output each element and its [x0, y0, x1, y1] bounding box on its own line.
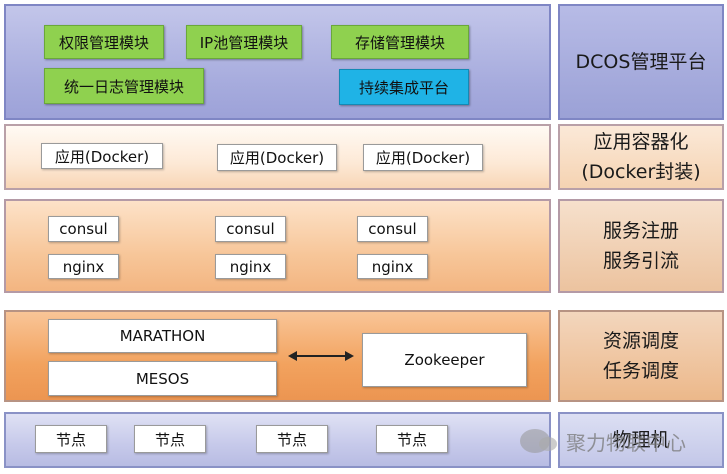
wechat-icon [520, 429, 557, 453]
node-layer-label: 物理机 [558, 412, 724, 468]
nginx-box: nginx [215, 254, 286, 279]
node-box: 节点 [35, 425, 107, 453]
docker-app: 应用(Docker) [217, 144, 337, 171]
unified-log-module: 统一日志管理模块 [44, 68, 204, 104]
resource-layer-label: 资源调度 任务调度 [558, 310, 724, 402]
service-layer-label: 服务注册 服务引流 [558, 199, 724, 293]
permission-module: 权限管理模块 [44, 25, 164, 59]
mesos-box: MESOS [48, 361, 277, 396]
node-box: 节点 [134, 425, 206, 453]
application-layer-label: 应用容器化 (Docker封装) [558, 124, 724, 190]
consul-box: consul [357, 216, 428, 242]
watermark-text: 聚力物联中心 [566, 430, 686, 455]
ip-pool-module: IP池管理模块 [186, 25, 302, 59]
management-layer-label: DCOS管理平台 [558, 4, 724, 120]
docker-app: 应用(Docker) [41, 143, 163, 169]
zookeeper-box: Zookeeper [362, 333, 527, 387]
node-box: 节点 [256, 425, 328, 453]
node-box: 节点 [376, 425, 448, 453]
storage-module: 存储管理模块 [331, 25, 469, 59]
ci-platform: 持续集成平台 [339, 69, 469, 105]
consul-box: consul [215, 216, 286, 242]
nginx-box: nginx [48, 254, 119, 279]
marathon-box: MARATHON [48, 319, 277, 353]
consul-box: consul [48, 216, 119, 242]
docker-app: 应用(Docker) [363, 144, 483, 171]
watermark: 聚力物联中心 [520, 426, 686, 456]
bidirectional-arrow [288, 351, 354, 361]
nginx-box: nginx [357, 254, 428, 279]
